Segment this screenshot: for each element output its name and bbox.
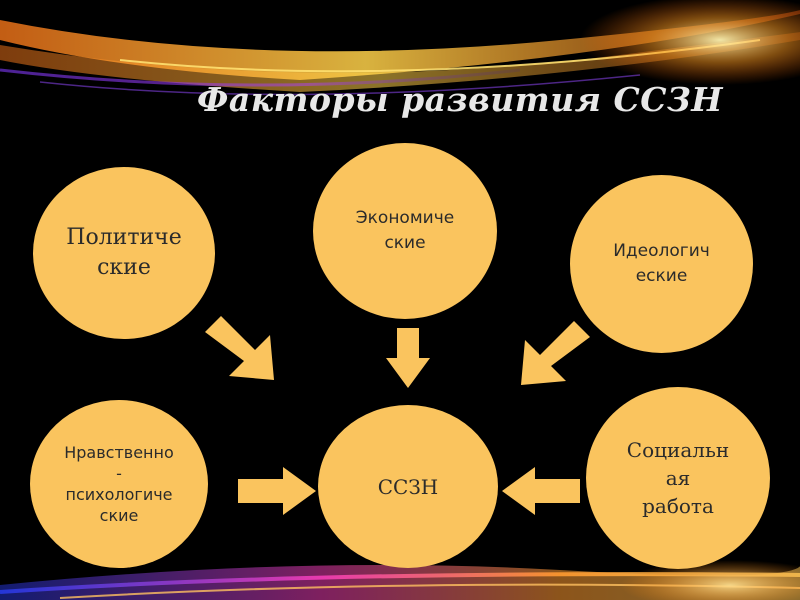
- arrow-political-to-center: [205, 316, 274, 380]
- factor-moral-label: Нравственно - психологиче ские: [64, 443, 174, 525]
- arrow-ideological-to-center: [521, 321, 590, 385]
- factor-ideological-circle: Идеологич еские: [570, 175, 753, 353]
- factor-social-label: Социальн ая работа: [626, 438, 730, 518]
- factor-political-label: Политиче ские: [66, 225, 182, 280]
- slide-title: Факторы развития ССЗН: [197, 80, 723, 119]
- center-sszn-circle: ССЗН: [318, 405, 498, 568]
- center-sszn-label: ССЗН: [377, 474, 439, 499]
- factor-political-circle: Политиче ские: [33, 167, 215, 339]
- arrow-social-to-center: [502, 467, 580, 515]
- factor-moral-circle: Нравственно - психологиче ские: [30, 400, 208, 568]
- factor-economic-label: Экономиче ские: [355, 208, 455, 253]
- factor-social-circle: Социальн ая работа: [586, 387, 770, 569]
- arrow-moral-to-center: [238, 467, 316, 515]
- factor-ideological-label: Идеологич еские: [613, 241, 710, 286]
- arrow-economic-to-center: [386, 328, 430, 388]
- factor-economic-circle: Экономиче ские: [313, 143, 497, 319]
